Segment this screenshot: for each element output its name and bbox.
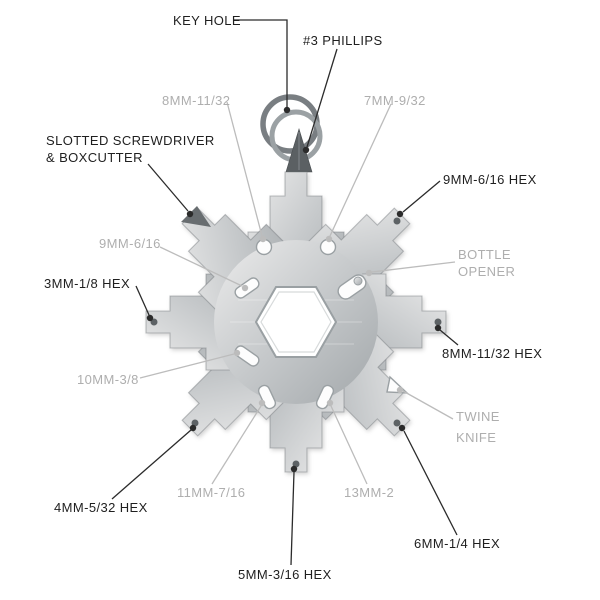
leader-hex-8mm <box>439 329 459 346</box>
boxcutter-blade <box>181 206 211 227</box>
label-key-hole: KEY HOLE <box>173 13 241 28</box>
label-hex-3mm: 3MM-1/8 HEX <box>44 276 131 291</box>
leader-hex-6mm <box>403 430 458 536</box>
dot-hole-7mm <box>325 235 333 243</box>
leader-key-hole <box>234 19 288 108</box>
label-hex-6mm: 6MM-1/4 HEX <box>414 536 501 551</box>
leader-twine-knife <box>402 390 454 420</box>
dot-wrench-13mm <box>326 399 334 407</box>
leader-bottle-opener <box>371 261 456 273</box>
label-slotted: SLOTTED SCREWDRIVER & BOXCUTTER <box>46 133 215 165</box>
dot-hex-9mm <box>396 210 404 218</box>
dot-wrench-11mm <box>258 399 266 407</box>
leader-hex-3mm <box>135 285 150 316</box>
leader-phillips <box>306 48 338 148</box>
bottle-opener-cutout <box>337 274 367 300</box>
label-hex-4mm: 4MM-5/32 HEX <box>54 500 148 515</box>
dot-hex-4mm <box>189 424 197 432</box>
leader-hole-8mm <box>226 101 263 237</box>
label-wrench-13mm: 13MM-2 <box>344 485 395 500</box>
label-twine-knife: TWINE KNIFE <box>456 409 500 446</box>
leader-wrench-10mm <box>139 353 235 379</box>
wrench-13mm-cutout <box>315 384 335 410</box>
wrench-11mm-cutout <box>257 384 277 410</box>
label-bottle-opener: BOTTLE OPENER <box>458 247 516 279</box>
dot-bottle-opener <box>365 269 373 277</box>
leader-hex-4mm <box>111 429 192 500</box>
dot-hole-8mm <box>259 235 267 243</box>
leader-wrench-9mm <box>159 246 243 287</box>
dot-hex-3mm <box>146 314 154 322</box>
dot-twine-knife <box>396 386 404 394</box>
dot-wrench-10mm <box>233 349 241 357</box>
wrench-10mm-cutout <box>234 345 260 367</box>
leader-wrench-13mm <box>330 405 368 485</box>
key-ring <box>260 94 323 163</box>
hex-center-hole <box>254 286 338 358</box>
label-phillips: #3 PHILLIPS <box>303 33 383 48</box>
dot-hex-5mm <box>290 465 298 473</box>
label-wrench-10mm: 10MM-3/8 <box>77 372 139 387</box>
label-hole-7mm: 7MM-9/32 <box>364 93 426 108</box>
dot-hex-8mm <box>434 324 442 332</box>
hex-bit-sockets <box>150 217 442 468</box>
leader-hex-5mm <box>290 471 295 566</box>
leader-hex-9mm <box>402 180 441 213</box>
leader-wrench-11mm <box>211 405 262 485</box>
leader-lines <box>111 19 459 566</box>
label-hex-9mm: 9MM-6/16 HEX <box>443 172 537 187</box>
label-hex-8mm: 8MM-11/32 HEX <box>442 346 543 361</box>
dot-phillips <box>302 146 310 154</box>
leader-slotted <box>147 163 189 212</box>
label-hole-8mm: 8MM-11/32 <box>162 93 231 108</box>
dot-hex-6mm <box>398 424 406 432</box>
dot-key-hole <box>283 106 291 114</box>
dot-wrench-9mm <box>241 284 249 292</box>
label-hex-5mm: 5MM-3/16 HEX <box>238 567 332 582</box>
dot-slotted <box>186 210 194 218</box>
label-wrench-9mm: 9MM-6/16 <box>99 236 161 251</box>
leader-hole-7mm <box>329 103 392 237</box>
label-wrench-11mm: 11MM-7/16 <box>177 485 246 500</box>
